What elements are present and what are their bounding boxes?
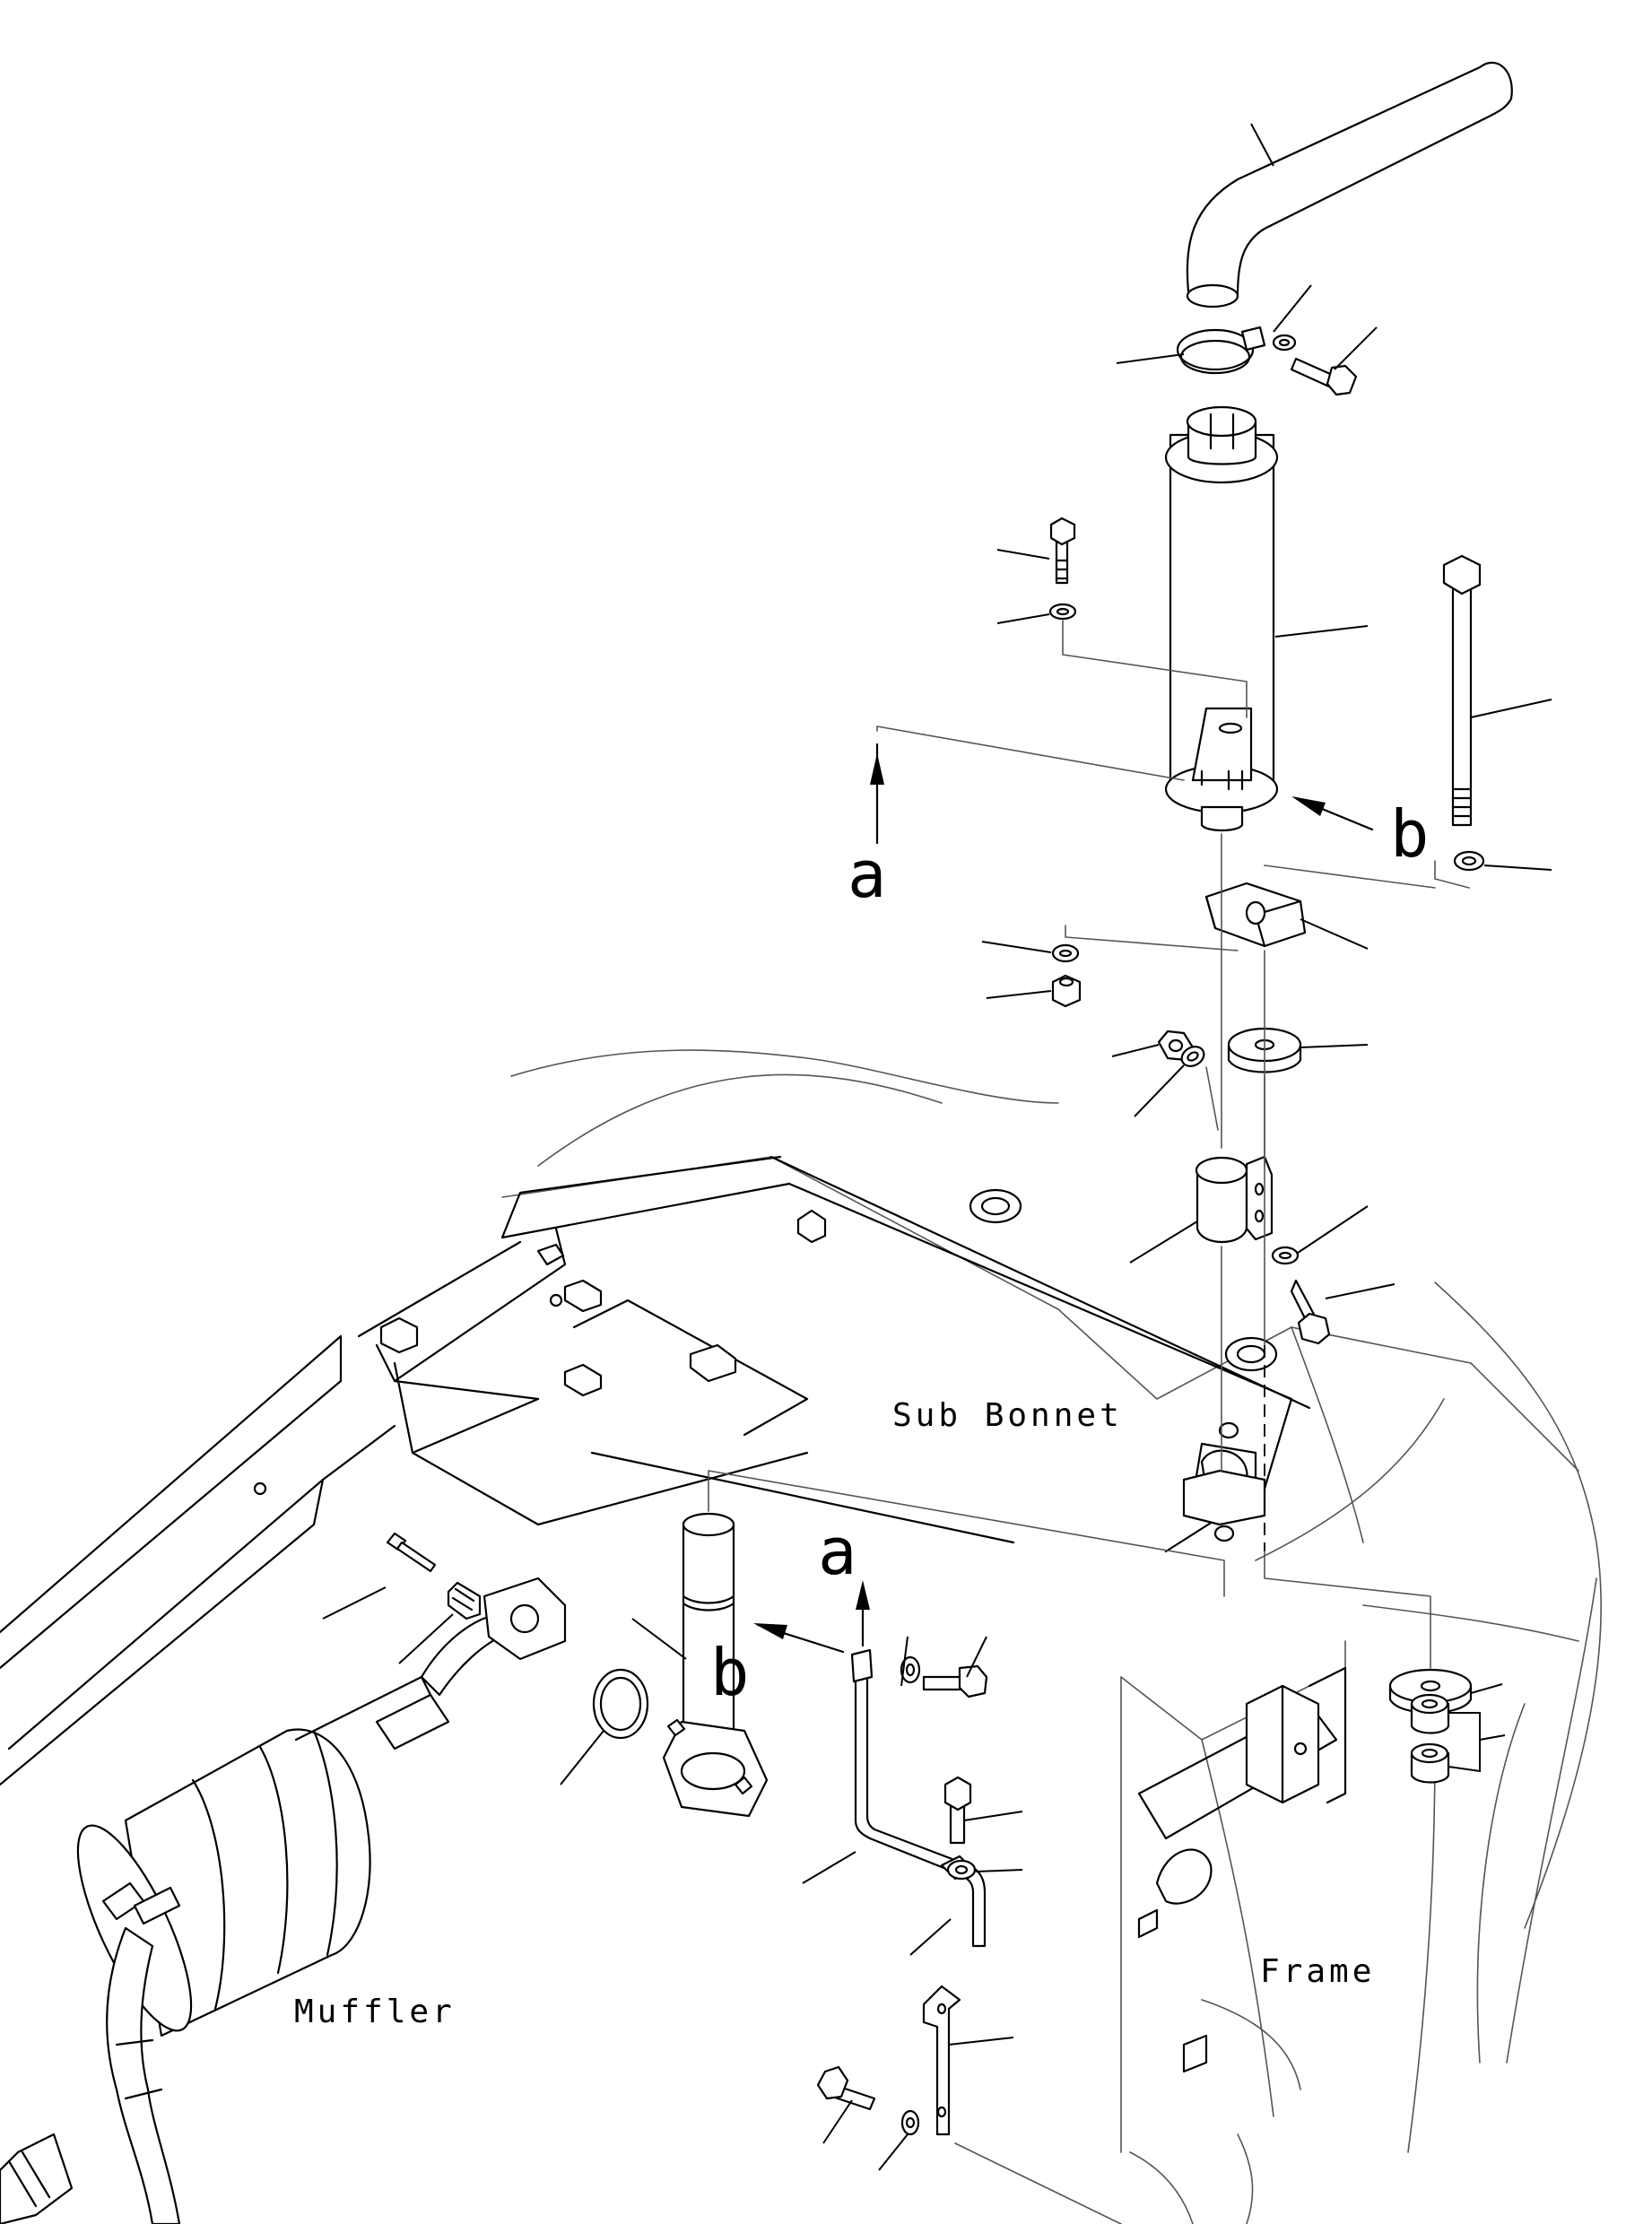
hex-nut-icon <box>1410 1693 1450 1734</box>
hex-nut-icon <box>447 1581 482 1620</box>
washer-icon <box>1051 943 1080 963</box>
washer-icon <box>1453 850 1485 872</box>
view-label-b-top: b <box>1390 796 1429 872</box>
hex-nut-icon <box>1410 1742 1450 1784</box>
hex-bolt-icon <box>1442 554 1482 827</box>
muffler-assembly <box>0 1577 567 2224</box>
bracket-icon <box>1204 882 1307 948</box>
flanged-pipe-icon <box>662 1512 769 1818</box>
washer-icon <box>900 2109 920 2136</box>
frame-outline <box>1120 1640 1347 2224</box>
hex-bolt-icon <box>922 1664 988 1698</box>
gasket-ring-icon <box>592 1668 649 1740</box>
hex-nut-icon <box>1051 974 1082 1008</box>
bracket-icon <box>1182 1469 1266 1526</box>
bracket-icon <box>922 1985 961 2136</box>
assembly-lines <box>708 620 1470 2224</box>
hex-bolt-icon <box>1049 517 1076 585</box>
hex-bolt-icon <box>816 2065 876 2111</box>
rubber-cushion-icon <box>1195 1155 1274 1244</box>
hex-bolt-icon <box>1290 1279 1331 1345</box>
label-muffler: Muffler <box>294 1994 456 2030</box>
view-label-b-bottom: b <box>710 1635 749 1710</box>
label-frame: Frame <box>1260 1953 1375 1990</box>
washer-icon <box>900 1655 921 1684</box>
hex-bolt-icon <box>386 1532 437 1573</box>
label-sub-bonnet: Sub Bonnet <box>892 1397 1123 1434</box>
leader-lines <box>322 123 1552 2171</box>
machine-body-outline <box>0 1049 1602 2153</box>
view-arrows <box>753 743 1374 1654</box>
washer-icon <box>1271 1246 1300 1265</box>
exhaust-tail-pipe-icon <box>1186 61 1513 308</box>
hex-bolt-icon <box>1290 357 1358 396</box>
view-label-a-top: a <box>848 837 886 912</box>
washer-icon <box>1180 1046 1205 1067</box>
silencer-icon <box>1164 405 1279 832</box>
view-label-a-bottom: a <box>818 1514 856 1589</box>
washer-icon <box>1048 603 1077 621</box>
washer-icon <box>946 1859 977 1881</box>
washer-icon <box>1272 334 1297 352</box>
band-clamp-icon <box>1176 326 1266 375</box>
hex-bolt-icon <box>943 1776 972 1845</box>
